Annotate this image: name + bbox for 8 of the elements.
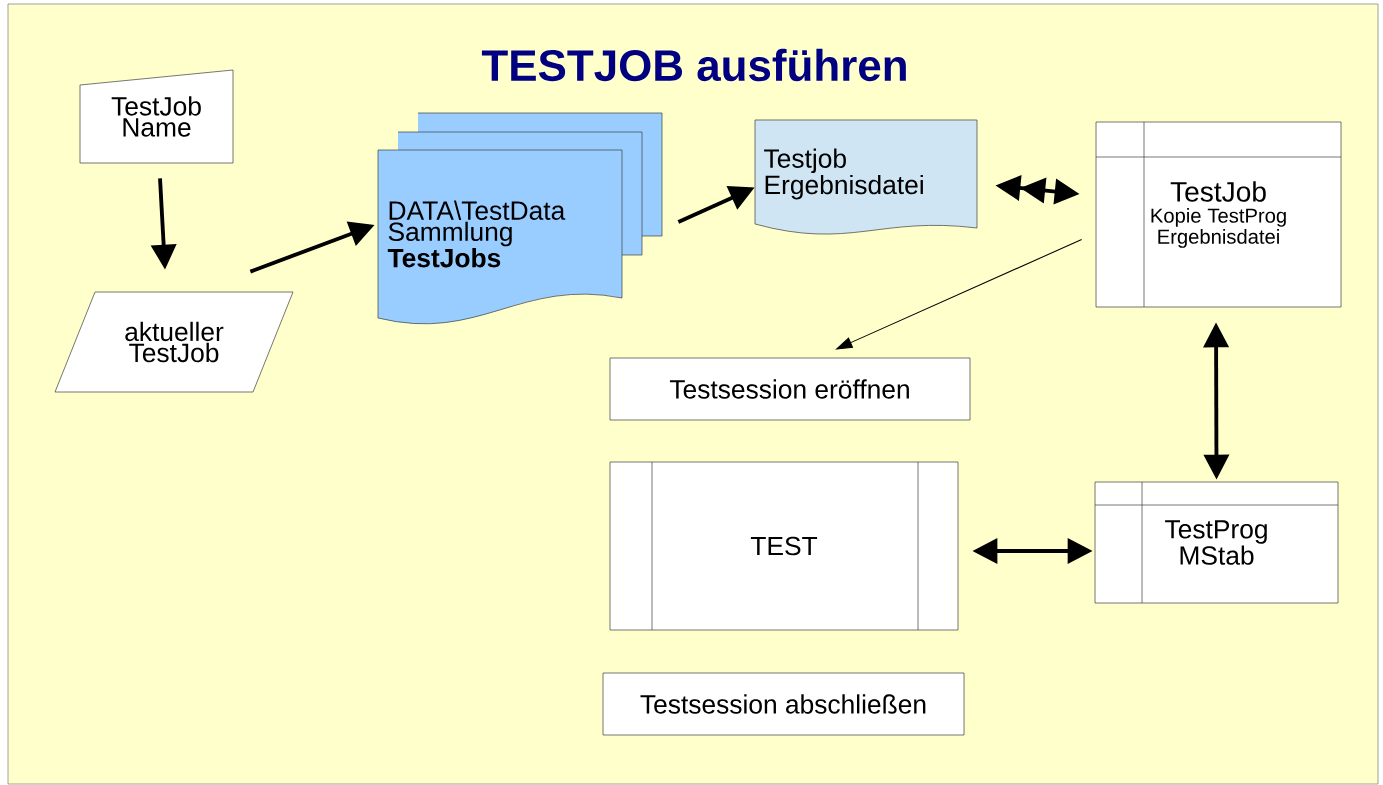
- predefined-process-box: TEST: [609, 461, 959, 631]
- title: TESTJOB ausführen: [481, 48, 906, 82]
- data-parallelogram: aktueller TestJob: [54, 291, 294, 393]
- document-stack: DATA\TestData Sammlung TestJobs: [377, 112, 663, 325]
- storage-box: TestProg MStab: [1094, 481, 1339, 604]
- process-box: Testsession eröffnen: [609, 357, 971, 421]
- process-box: Testsession abschließen: [602, 672, 965, 736]
- storage-box: TestJob Kopie TestProg Ergebnisdatei: [1095, 121, 1342, 308]
